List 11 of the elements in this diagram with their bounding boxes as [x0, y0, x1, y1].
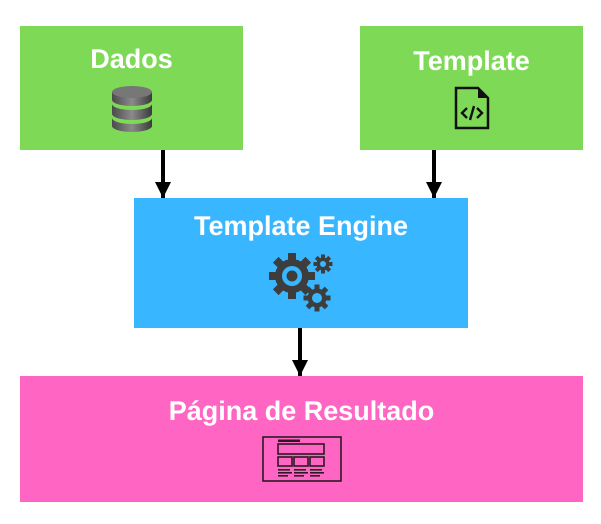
arrow [292, 328, 308, 376]
arrow [426, 150, 442, 198]
template-box [360, 26, 583, 150]
engine-box [134, 198, 468, 328]
result-box [20, 376, 583, 502]
box-title: Template Engine [194, 211, 408, 241]
box-title: Dados [90, 44, 173, 74]
arrow [155, 150, 171, 198]
box-title: Página de Resultado [168, 396, 434, 426]
data-box [20, 26, 243, 150]
box-title: Template [413, 46, 530, 76]
